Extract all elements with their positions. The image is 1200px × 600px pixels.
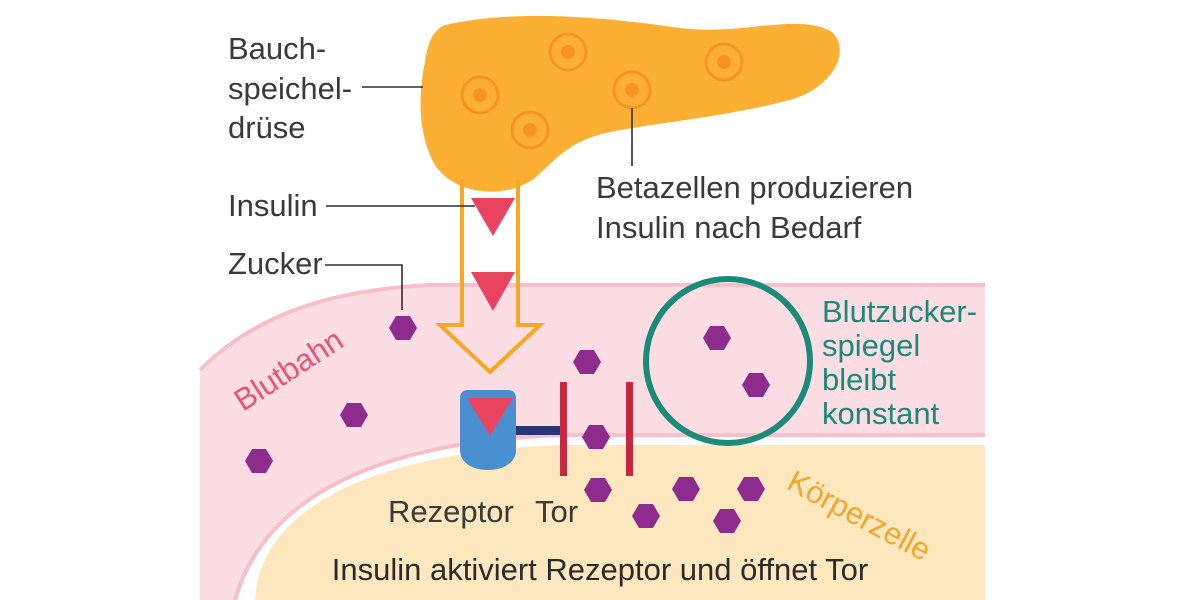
beta-cells-label-1: Betazellen produzieren <box>596 170 913 205</box>
insulin-molecule <box>471 198 515 236</box>
gate-label: Tor <box>535 494 578 529</box>
level-label-1: Blutzucker- <box>822 294 977 329</box>
sugar-molecule-hexagon-icon <box>737 477 765 501</box>
sugar-leader <box>325 264 403 310</box>
sugar-molecule-hexagon-icon <box>632 504 660 528</box>
bloodstream <box>200 285 985 600</box>
insulin-flow-arrow <box>434 180 546 375</box>
insulin-on-receptor <box>467 398 513 436</box>
sugar-molecule-hexagon-icon <box>573 350 601 374</box>
level-label-4: konstant <box>822 396 940 431</box>
sugar-molecule-hexagon-icon <box>742 373 770 397</box>
beta-cells-label-2: Insulin nach Bedarf <box>596 210 862 245</box>
receptor-label: Rezeptor <box>388 494 514 529</box>
caption: Insulin aktiviert Rezeptor und öffnet To… <box>332 552 869 587</box>
level-label-3: bleibt <box>822 362 896 397</box>
sugar-molecule-hexagon-icon <box>340 403 368 427</box>
sugar-label: Zucker <box>228 246 323 281</box>
sugar-molecule-hexagon-icon <box>582 425 610 449</box>
sugar-molecule-hexagon-icon <box>713 509 741 533</box>
pancreas-label-2: speichel- <box>228 71 352 106</box>
beta-cell <box>460 75 500 115</box>
beta-cell <box>704 42 744 82</box>
insulin-molecule <box>471 272 515 311</box>
sugar-molecule-hexagon-icon <box>703 326 731 350</box>
beta-cell <box>548 32 588 72</box>
sugar-molecule-hexagon-icon <box>584 478 612 502</box>
sugar-molecule-hexagon-icon <box>245 449 273 473</box>
gate-left <box>560 382 567 476</box>
beta-cell <box>510 110 550 150</box>
pancreas-label-3: drüse <box>228 110 306 145</box>
level-label-2: spiegel <box>822 328 920 363</box>
receptor-connector <box>516 426 562 435</box>
body-cell <box>255 445 985 600</box>
bloodstream-edge-top <box>198 283 985 372</box>
blood-sugar-level-ring <box>643 276 813 446</box>
pancreas-label-1: Bauch- <box>228 31 326 66</box>
beta-cell <box>612 70 652 110</box>
insulin-label: Insulin <box>228 188 318 223</box>
sugar-molecules <box>245 316 770 533</box>
gate-right <box>626 382 633 476</box>
sugar-molecule-hexagon-icon <box>389 316 417 340</box>
sugar-molecule-hexagon-icon <box>672 477 700 501</box>
